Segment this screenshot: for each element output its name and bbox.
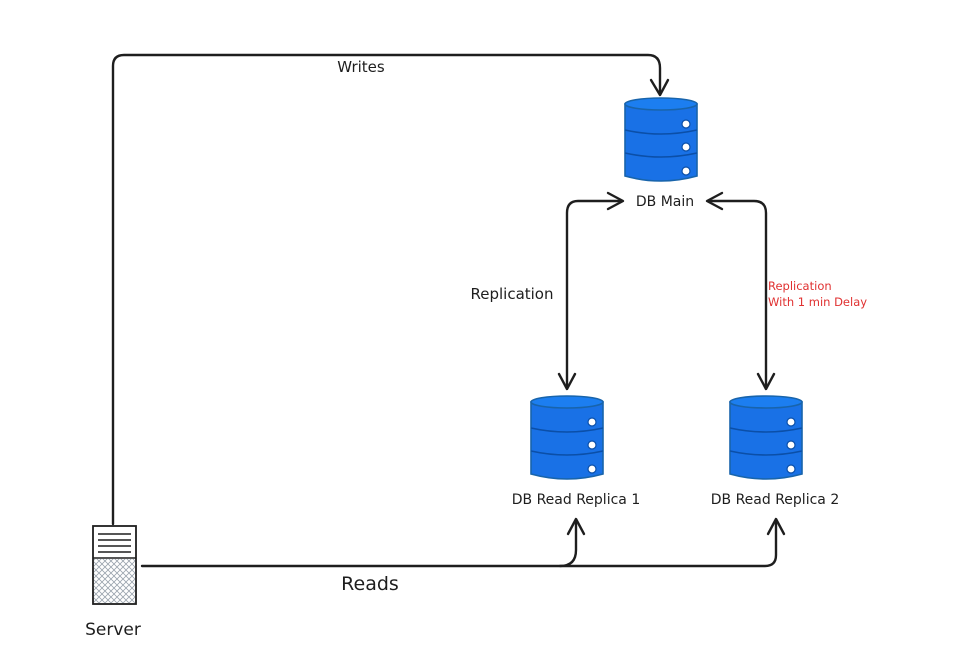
db-replica-1-label: DB Read Replica 1: [512, 492, 640, 508]
replication-1-arrowhead-bottom: [557, 372, 577, 391]
database-icon: [530, 395, 604, 480]
writes-connector: [111, 53, 662, 526]
replication-2-label-line2: With 1 min Delay: [768, 295, 867, 309]
reads-branch-replica-1: [558, 520, 578, 568]
replication-2-arrowhead-top: [705, 191, 724, 211]
reads-connector: [140, 520, 778, 568]
server-label: Server: [85, 620, 141, 640]
replication-2-connector: [706, 199, 768, 390]
writes-arrowhead: [649, 78, 670, 97]
db-main-node: DB Main: [624, 97, 698, 210]
server-icon: [92, 525, 137, 605]
replication-1-arrowhead-top: [606, 191, 625, 211]
replication-1-connector: [565, 199, 624, 390]
reads-label: Reads: [341, 573, 399, 595]
server-node: Server: [85, 525, 141, 640]
writes-edge: [111, 53, 670, 526]
reads-arrowhead-replica-1: [566, 517, 586, 536]
replication-2-arrowhead-bottom: [756, 372, 776, 391]
reads-arrowhead-replica-2: [766, 517, 786, 536]
replication-1-label: Replication: [470, 285, 553, 303]
writes-label: Writes: [337, 58, 385, 76]
db-replica-2-node: DB Read Replica 2: [711, 395, 839, 508]
replication-edge-2: [705, 191, 776, 391]
db-replica-1-node: DB Read Replica 1: [512, 395, 640, 508]
db-replica-2-label: DB Read Replica 2: [711, 492, 839, 508]
db-main-label: DB Main: [636, 194, 694, 210]
replication-edge-1: [557, 191, 625, 391]
database-icon: [624, 97, 698, 182]
database-icon: [729, 395, 803, 480]
replication-2-label-line1: Replication: [768, 279, 832, 293]
reads-edge: [140, 517, 786, 568]
